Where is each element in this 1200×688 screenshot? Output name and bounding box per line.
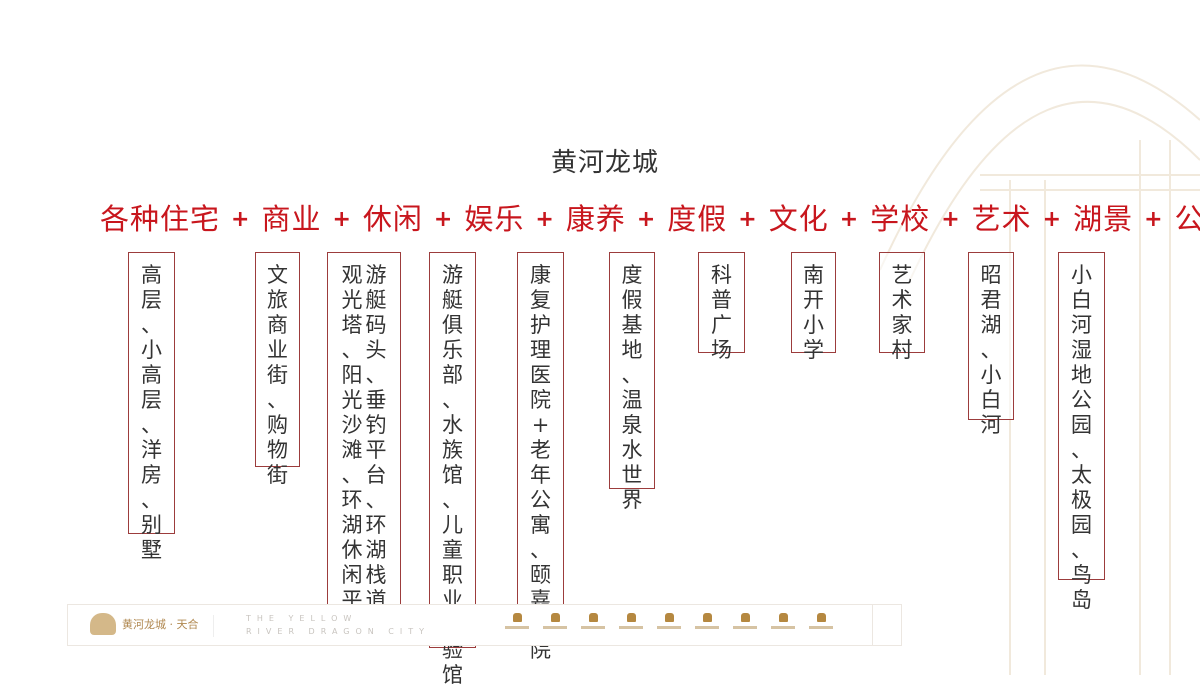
building-icon bbox=[626, 613, 636, 622]
building-icon bbox=[778, 613, 788, 622]
box-school: 南开小学 bbox=[791, 252, 836, 362]
footer-icon-row bbox=[503, 613, 835, 629]
formula-item: 公园 bbox=[1174, 202, 1200, 236]
box-park: 小白河湿地公园、太极园、鸟岛 bbox=[1058, 252, 1105, 612]
building-icon bbox=[588, 613, 598, 622]
footer-icon bbox=[807, 613, 835, 629]
footer-banner: 黄河龙城 · 天合 THE YELLOW RIVER DRAGON CITY bbox=[67, 604, 902, 646]
box-vacation: 度假基地、温泉水世界 bbox=[609, 252, 655, 512]
box-lake: 昭君湖、小白河 bbox=[968, 252, 1014, 437]
box-text: 科普广场 bbox=[711, 263, 732, 362]
footer-icon bbox=[541, 613, 569, 629]
box-art: 艺术家村 bbox=[879, 252, 925, 362]
building-icon bbox=[740, 613, 750, 622]
formula-item: 休闲 bbox=[362, 202, 423, 236]
building-icon bbox=[702, 613, 712, 622]
footer-icon bbox=[617, 613, 645, 629]
plus-separator: + bbox=[1042, 207, 1063, 232]
box-culture: 科普广场 bbox=[698, 252, 745, 362]
plus-separator: + bbox=[636, 207, 657, 232]
box-text: 度假基地、温泉水世界 bbox=[621, 263, 643, 512]
building-icon bbox=[550, 613, 560, 622]
box-text: 高层、小高层、洋房、别墅 bbox=[141, 263, 162, 562]
page-title: 黄河龙城 bbox=[550, 148, 659, 178]
formula-item: 文化 bbox=[768, 202, 829, 236]
box-commerce: 文旅商业街、购物街 bbox=[255, 252, 300, 487]
brand-logo: 黄河龙城 · 天合 bbox=[90, 613, 199, 635]
footer-side-panel bbox=[872, 604, 902, 646]
plus-separator: + bbox=[1144, 207, 1164, 232]
box-text: 南开小学 bbox=[803, 263, 824, 362]
footer-icon bbox=[655, 613, 683, 629]
box-text: 小白河湿地公园、太极园、鸟岛 bbox=[1071, 263, 1092, 612]
footer-icon bbox=[579, 613, 607, 629]
divider bbox=[213, 615, 214, 637]
feature-formula: 各种住宅 + 商业 + 休闲 + 娱乐 + 康养 + 度假 + 文化 + 学校 + 艺术 + 湖景 + 公园 bbox=[100, 196, 1200, 238]
plus-separator: + bbox=[332, 207, 352, 232]
formula-item: 学校 bbox=[870, 202, 931, 236]
building-icon bbox=[512, 613, 522, 622]
box-residential: 高层、小高层、洋房、别墅 bbox=[128, 252, 175, 562]
formula-item: 商业 bbox=[261, 202, 322, 236]
formula-item: 度假 bbox=[667, 202, 728, 236]
footer-icon bbox=[503, 613, 531, 629]
footer-icon bbox=[731, 613, 759, 629]
box-text: 文旅商业街、购物街 bbox=[267, 263, 288, 487]
formula-item: 艺术 bbox=[971, 202, 1032, 236]
footer-icon bbox=[769, 613, 797, 629]
formula-item: 湖景 bbox=[1073, 202, 1134, 236]
formula-item: 娱乐 bbox=[464, 202, 525, 236]
formula-item: 康养 bbox=[565, 202, 626, 236]
logo-text: 黄河龙城 · 天合 bbox=[122, 618, 199, 631]
dragon-logo-icon bbox=[90, 613, 116, 635]
box-text: 昭君湖、小白河 bbox=[980, 263, 1002, 437]
building-icon bbox=[664, 613, 674, 622]
english-title: THE YELLOW RIVER DRAGON CITY bbox=[246, 612, 430, 638]
formula-item: 各种住宅 bbox=[100, 202, 221, 236]
plus-separator: + bbox=[433, 207, 454, 232]
plus-separator: + bbox=[535, 207, 555, 232]
english-title-line: THE YELLOW bbox=[246, 614, 358, 623]
plus-separator: + bbox=[231, 207, 251, 232]
english-title-line: RIVER DRAGON CITY bbox=[246, 627, 431, 636]
footer-icon bbox=[693, 613, 721, 629]
plus-separator: + bbox=[738, 207, 758, 232]
plus-separator: + bbox=[839, 207, 860, 232]
plus-separator: + bbox=[941, 207, 961, 232]
box-text: 艺术家村 bbox=[891, 263, 913, 362]
building-icon bbox=[816, 613, 826, 622]
